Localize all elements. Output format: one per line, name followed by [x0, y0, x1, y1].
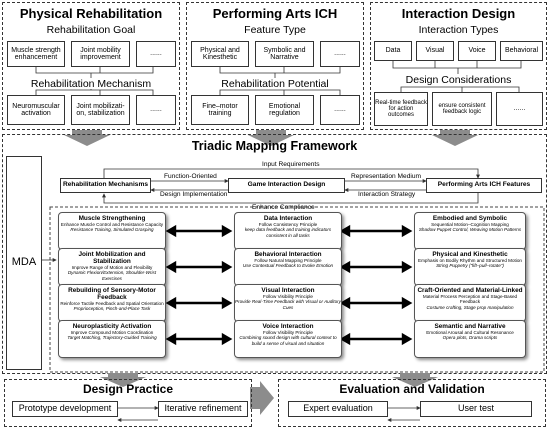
card-neuroplasticity: Neuroplasticity Activation Improve Compo…: [58, 320, 166, 358]
mech-more: ......: [136, 95, 176, 125]
card-visual-interaction: Visual Interaction Follow Visibility Pri…: [234, 284, 342, 322]
rep-medium-label: Representation Medium: [351, 173, 422, 180]
card-example: Target Matching, Trajectory-Guided Train…: [67, 335, 157, 341]
card-title: Muscle Strengthening: [78, 215, 146, 222]
card-semantic-narrative: Semantic and Narrative Emotional Arousal…: [414, 320, 526, 358]
header-performing-arts: Performing Arts ICH Features: [426, 178, 542, 193]
cons-realtime: Real-time feedback for action outcomes: [374, 92, 428, 126]
goal-muscle: Muscle strength enhancement: [7, 41, 65, 67]
card-desc: Improve Range of Motion and Flexibility: [71, 265, 153, 271]
practice-iterative: Iterative refinement: [158, 401, 248, 417]
card-example: Dynamic Flexion/Extension, Shoulder-Wris…: [67, 270, 157, 281]
interaction-panel: [370, 2, 547, 130]
design-impl-label: Design Implementation: [160, 191, 228, 198]
rehab-mech-label: Rehabilitation Mechanism: [30, 78, 152, 90]
card-title: Rebuilding of Sensory-Motor Feedback: [68, 287, 156, 302]
rehab-goal-label: Rehabilitation Goal: [46, 24, 136, 36]
header-game-interaction: Game Interaction Design: [228, 178, 345, 193]
eval-title: Evaluation and Validation: [339, 382, 485, 396]
mech-joint: Joint mobilizati-on, stabilization: [71, 95, 130, 125]
rehab-panel: [2, 2, 180, 130]
card-title: Voice Interaction: [262, 323, 314, 330]
feature-more: ......: [320, 41, 360, 67]
card-example: keep data feedback and training indicato…: [244, 227, 332, 238]
framework-title: Triadic Mapping Framework: [191, 139, 358, 153]
card-desc: Improve Compound Motion Coordination: [70, 330, 154, 336]
potential-emotional: Emotional regulation: [255, 95, 314, 125]
goal-joint: Joint mobility improvement: [71, 41, 130, 67]
card-title: Physical and Kinesthetic: [432, 251, 508, 258]
card-title: Joint Mobilization and Stabilization: [78, 251, 146, 266]
card-desc: Emphasis on Bodily Rhythm and Structured…: [418, 258, 522, 264]
interaction-cons-label: Design Considerations: [405, 74, 512, 86]
interaction-types-label: Interaction Types: [418, 24, 499, 36]
feature-physical: Physical and Kinesthetic: [191, 41, 249, 67]
card-example: Opera plots, Drama scripts: [442, 335, 498, 341]
mech-neuro: Neuromuscular activation: [7, 95, 65, 125]
card-example: Costume crafting, Stage prop manipulatio…: [426, 304, 514, 310]
practice-title: Design Practice: [82, 382, 174, 396]
potential-fine: Fine–motor training: [191, 95, 249, 125]
type-visual: Visual: [416, 41, 454, 61]
interaction-title: Interaction Design: [401, 6, 516, 21]
card-title: Neuroplasticity Activation: [72, 323, 152, 330]
card-voice-interaction: Voice Interaction Follow Visibility Prin…: [234, 320, 342, 358]
card-desc: Follow Visibility Principle: [263, 330, 313, 336]
practice-prototype: Prototype development: [12, 401, 118, 417]
card-embodied-symbolic: Embodied and Symbolic Sequential Motion–…: [414, 212, 526, 250]
card-desc: Follow Consistency Principle: [258, 222, 318, 228]
arts-potential-label: Rehabilitation Potential: [221, 78, 329, 90]
card-example: Combining sound design with cultural con…: [239, 335, 337, 346]
card-desc: Sequential Motion–Cognition Mapping: [431, 222, 509, 228]
card-example: Use Contextual Feedback to Evoke Emotion: [242, 263, 334, 269]
card-muscle-strengthening: Muscle Strengthening Enhance Muscle Cont…: [58, 212, 166, 250]
card-desc: Material Process Perception and Stage-Ba…: [422, 294, 518, 305]
cons-consistent: ensure consistent feedback logic: [432, 92, 492, 126]
potential-more: ......: [320, 95, 360, 125]
eval-user-test: User test: [420, 401, 532, 417]
enhance-compliance-label: Enhance Compliance: [252, 204, 315, 211]
type-voice: Voice: [458, 41, 496, 61]
card-example: Proprioception, Pinch-and-Place Task: [73, 306, 151, 312]
goal-more: ......: [136, 41, 176, 67]
card-desc: Follow Visibility Principle: [263, 294, 313, 300]
card-title: Craft-Oriented and Material-Linked: [417, 287, 523, 294]
arts-feature-label: Feature Type: [244, 24, 306, 36]
card-desc: Emotional Arousal and Cultural Resonance: [426, 330, 514, 336]
arts-title: Performing Arts ICH: [212, 6, 338, 21]
cons-more: ......: [496, 92, 543, 126]
card-title: Behavioral Interaction: [254, 251, 322, 258]
card-example: Shadow Puppet Control, Weaving Motion Pa…: [418, 227, 522, 233]
card-data-interaction: Data Interaction Follow Consistency Prin…: [234, 212, 342, 250]
input-requirements-label: Input Requirements: [262, 161, 320, 168]
type-data: Data: [374, 41, 412, 61]
arts-panel: [186, 2, 364, 130]
feature-symbolic: Symbolic and Narrative: [255, 41, 314, 67]
card-title: Embodied and Symbolic: [432, 215, 508, 222]
card-desc: Follow Natural Mapping Principle: [254, 258, 322, 264]
practice-panel: [4, 379, 252, 427]
eval-panel: [278, 379, 546, 427]
card-title: Semantic and Narrative: [434, 323, 506, 330]
card-example: Resistance Training, Simulated Grasping: [70, 227, 154, 233]
card-title: Visual Interaction: [261, 287, 315, 294]
rehab-title: Physical Rehabilitation: [19, 6, 163, 21]
card-example: String Puppetry ("lift–pull–rotate"): [436, 263, 504, 269]
card-sensory-motor: Rebuilding of Sensory-Motor Feedback Rei…: [58, 284, 166, 322]
card-desc: Enhance Muscle Control and Resistance Ca…: [60, 222, 164, 228]
card-example: Provide Real-Time Feedback with Visual o…: [235, 299, 341, 310]
interaction-strategy-label: Interaction Strategy: [358, 191, 416, 198]
header-rehab-mechanisms: Rehabilitation Mechanisms: [60, 178, 151, 193]
card-joint-mobilization: Joint Mobilization and Stabilization Imp…: [58, 248, 166, 286]
card-desc: Reinforce Tactile Feedback and Spatial O…: [60, 301, 164, 307]
mda-box: MDA: [6, 156, 42, 370]
eval-expert: Expert evaluation: [288, 401, 388, 417]
framework-panel: [2, 134, 547, 374]
function-oriented-label: Function-Oriented: [164, 173, 217, 180]
type-behavioral: Behavioral: [500, 41, 543, 61]
card-title: Data Interaction: [263, 215, 313, 222]
